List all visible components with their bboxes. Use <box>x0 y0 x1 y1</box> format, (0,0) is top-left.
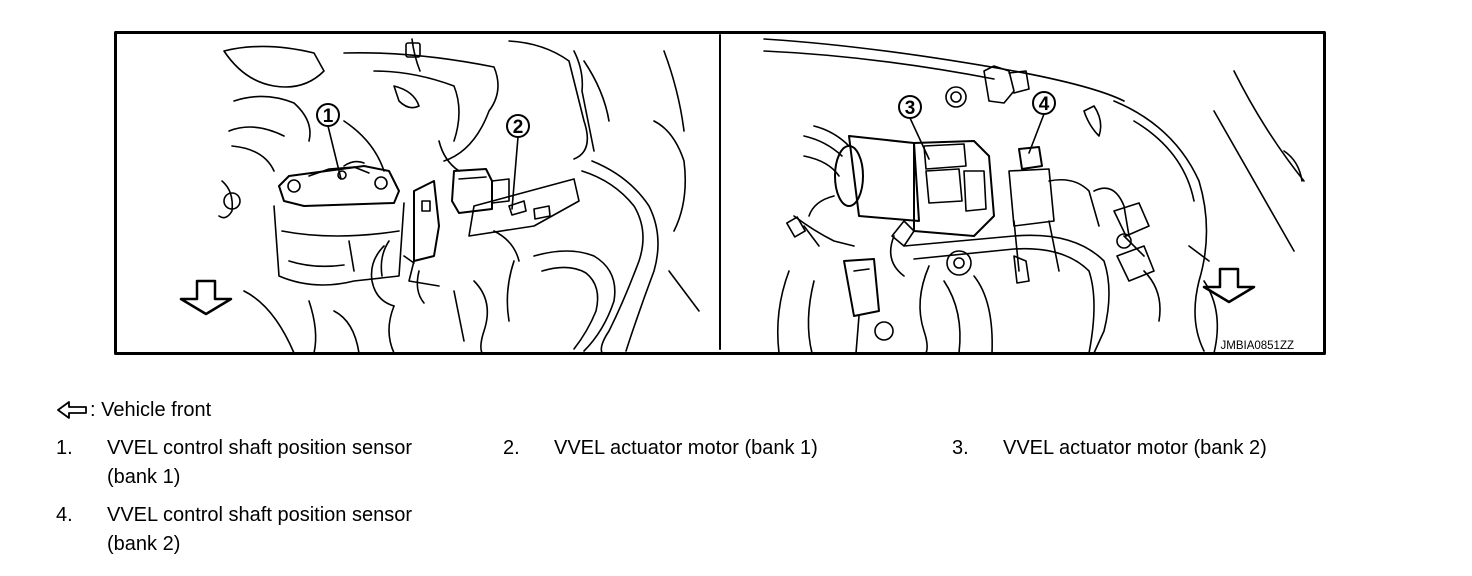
callout-2 <box>506 114 530 210</box>
hollow-left-arrow-icon <box>57 401 87 419</box>
legend-vehicle-front: : Vehicle front <box>56 396 211 424</box>
legend-text: : Vehicle front <box>90 398 212 421</box>
callout-4-label: 4 <box>1039 94 1050 115</box>
item-text-line2: (bank 1) <box>107 466 181 488</box>
callout-1 <box>316 103 342 180</box>
component-location-figure: 1 2 3 4 JMBIA0851ZZ <box>114 31 1326 355</box>
right-panel-engine-drawing <box>763 38 1305 354</box>
vehicle-front-arrow-icon-left <box>179 279 233 316</box>
item-text-line1: VVEL actuator motor (bank 2) <box>1003 437 1267 459</box>
item-number: 3. <box>952 437 969 459</box>
callout-3-label: 3 <box>905 98 916 119</box>
item-number: 4. <box>56 504 73 526</box>
left-panel-engine-drawing <box>218 38 700 354</box>
vehicle-front-arrow-icon-right <box>1202 267 1256 304</box>
figure-frame <box>114 31 1326 355</box>
callout-3 <box>898 95 930 160</box>
item-text-line2: (bank 2) <box>107 533 181 555</box>
item-number: 1. <box>56 437 73 459</box>
item-text-line1: VVEL control shaft position sensor <box>107 504 412 526</box>
item-text-line1: VVEL control shaft position sensor <box>107 437 412 459</box>
item-number: 2. <box>503 437 520 459</box>
callout-4 <box>1028 91 1056 154</box>
image-code: JMBIA0851ZZ <box>1221 340 1295 352</box>
callout-1-label: 1 <box>323 106 334 127</box>
callout-2-label: 2 <box>513 117 524 138</box>
item-text-line1: VVEL actuator motor (bank 1) <box>554 437 818 459</box>
